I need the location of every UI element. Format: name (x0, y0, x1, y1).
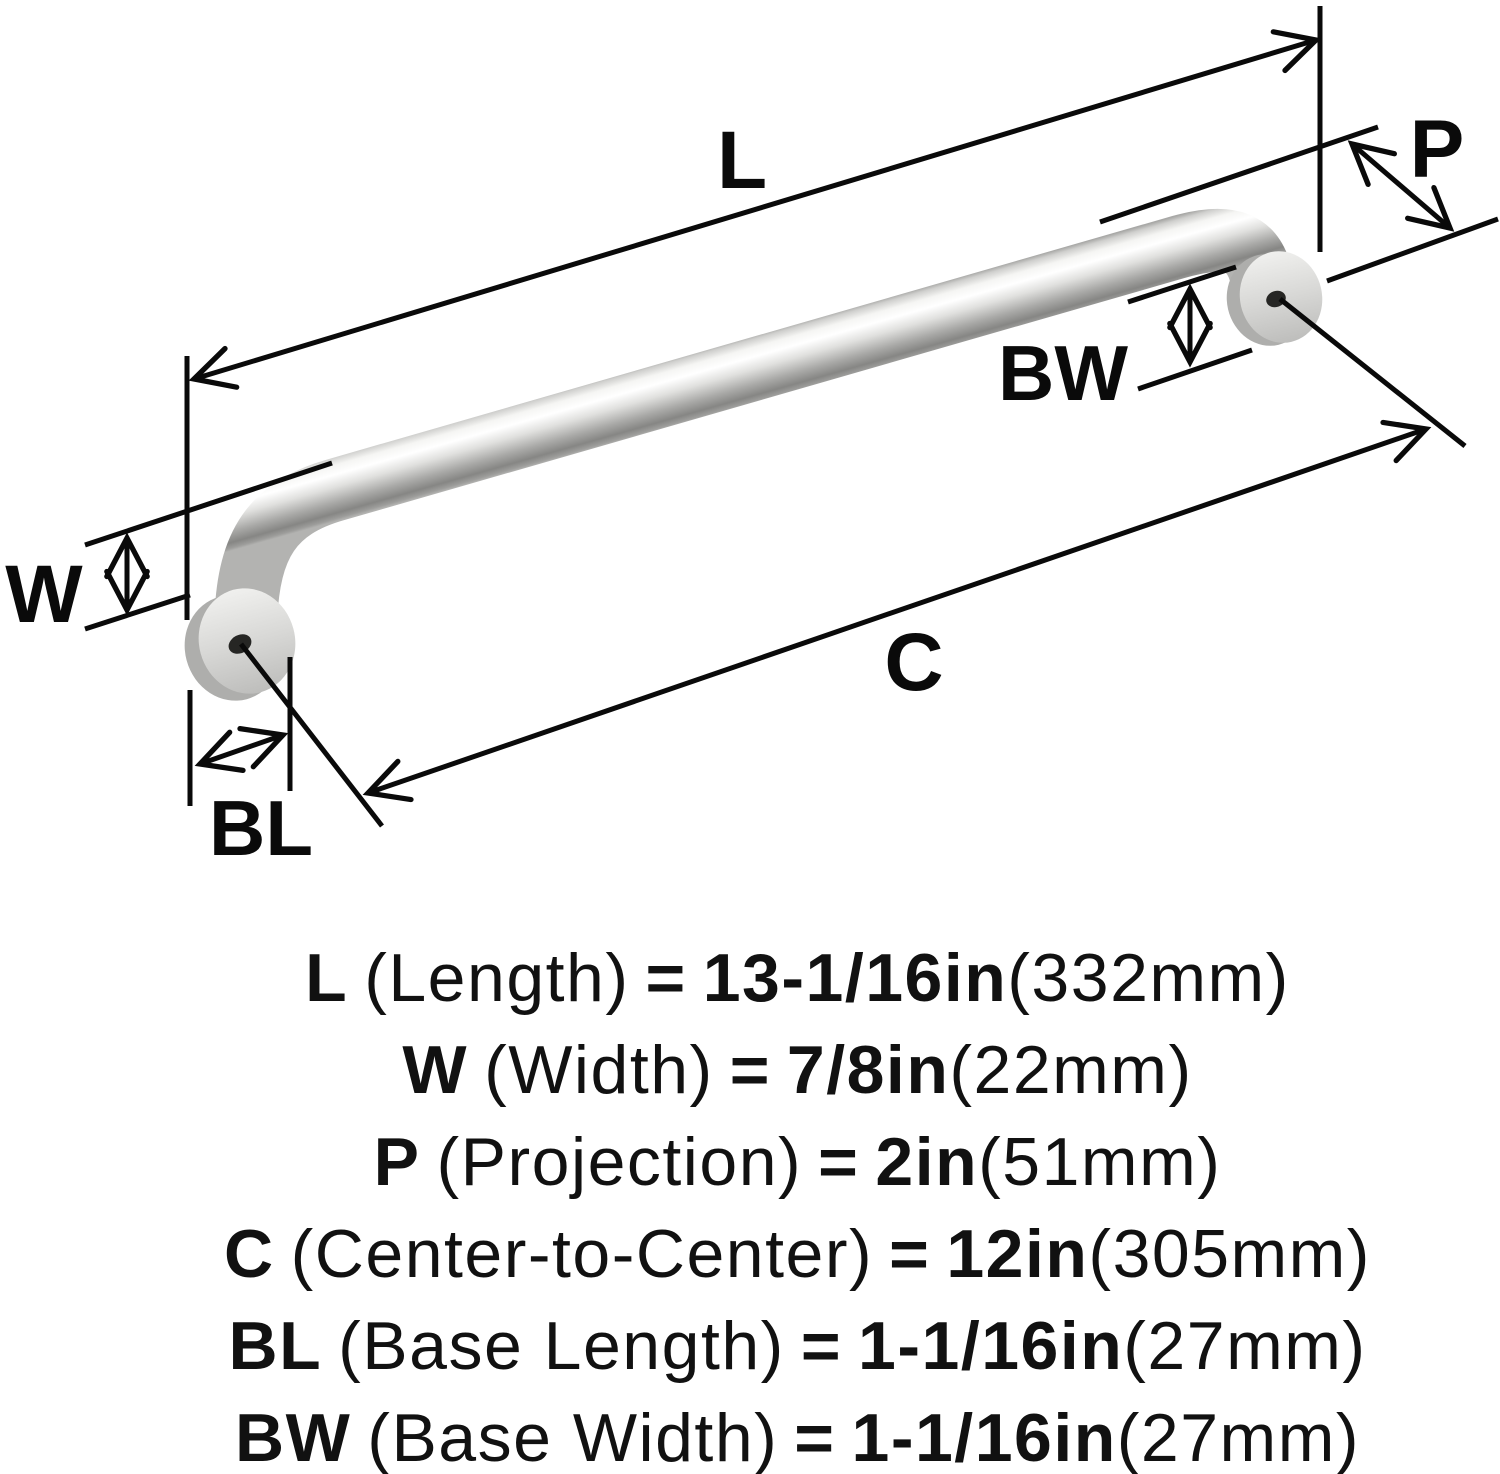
ext-line-width-upper (84, 460, 333, 548)
spec-name: (Base Length) (338, 1308, 785, 1384)
label-projection: P (1410, 104, 1465, 195)
spec-value: 12in (946, 1216, 1089, 1292)
handle-bar (214, 208, 1295, 648)
spec-list: L(Length)=13-1/16in(332mm) W(Width)=7/8i… (0, 932, 1500, 1474)
spec-row-base-length: BL(Base Length)=1-1/16in(27mm) (95, 1300, 1500, 1392)
ext-line-projection-lower (1326, 216, 1499, 284)
dim-arrow-base-length (194, 726, 289, 773)
spec-equals: = (800, 1308, 843, 1384)
label-length: L (717, 115, 767, 206)
leader-line-right-hole (1278, 297, 1467, 448)
spec-metric: (27mm) (1123, 1308, 1367, 1384)
spec-name: (Length) (364, 940, 630, 1016)
spec-value: 2in (875, 1124, 979, 1200)
spec-name: (Projection) (436, 1124, 803, 1200)
spec-metric: (51mm) (978, 1124, 1222, 1200)
spec-symbol: W (402, 1032, 469, 1108)
spec-value: 1-1/16in (851, 1400, 1117, 1474)
spec-symbol: BW (235, 1400, 352, 1474)
ext-line-width-lower (84, 592, 191, 632)
label-center-to-center: C (884, 617, 943, 708)
spec-name: (Base Width) (367, 1400, 779, 1474)
label-width: W (5, 549, 83, 640)
spec-equals: = (889, 1216, 931, 1292)
dim-arrow-projection (1347, 140, 1455, 232)
ext-line-base-width-lower (1137, 347, 1253, 392)
spec-row-base-width: BW(Base Width)=1-1/16in(27mm) (95, 1392, 1500, 1474)
spec-value: 7/8in (786, 1032, 950, 1108)
spec-equals: = (729, 1032, 771, 1108)
dimension-arrows (104, 29, 1455, 803)
dim-arrow-center-to-center (362, 419, 1432, 803)
spec-symbol: L (305, 940, 349, 1016)
spec-name: (Width) (484, 1032, 714, 1108)
spec-equals: = (794, 1400, 836, 1474)
spec-row-center-to-center: C(Center-to-Center)=12in(305mm) (95, 1208, 1500, 1300)
spec-symbol: BL (228, 1308, 323, 1384)
spec-equals: = (645, 940, 687, 1016)
spec-symbol: P (373, 1124, 421, 1200)
spec-value: 13-1/16in (702, 940, 1008, 1016)
handle-body (214, 208, 1295, 648)
spec-metric: (305mm) (1088, 1216, 1371, 1292)
dim-arrow-length (188, 29, 1322, 390)
ext-line-projection-upper (1099, 124, 1379, 225)
spec-metric: (22mm) (949, 1032, 1193, 1108)
spec-metric: (332mm) (1007, 940, 1290, 1016)
spec-row-projection: P(Projection)=2in(51mm) (95, 1116, 1500, 1208)
spec-symbol: C (224, 1216, 275, 1292)
left-base (184, 588, 296, 701)
leader-line-left-hole (239, 642, 384, 828)
spec-equals: = (818, 1124, 860, 1200)
spec-metric: (27mm) (1116, 1400, 1360, 1474)
spec-row-length: L(Length)=13-1/16in(332mm) (95, 932, 1500, 1024)
spec-value: 1-1/16in (858, 1308, 1124, 1384)
handle-dimension-diagram: L W P C BL BW (5, 6, 1499, 872)
spec-name: (Center-to-Center) (290, 1216, 874, 1292)
label-base-width: BW (998, 329, 1128, 417)
label-base-length: BL (209, 784, 313, 872)
spec-row-width: W(Width)=7/8in(22mm) (95, 1024, 1500, 1116)
extension-lines (84, 6, 1499, 828)
